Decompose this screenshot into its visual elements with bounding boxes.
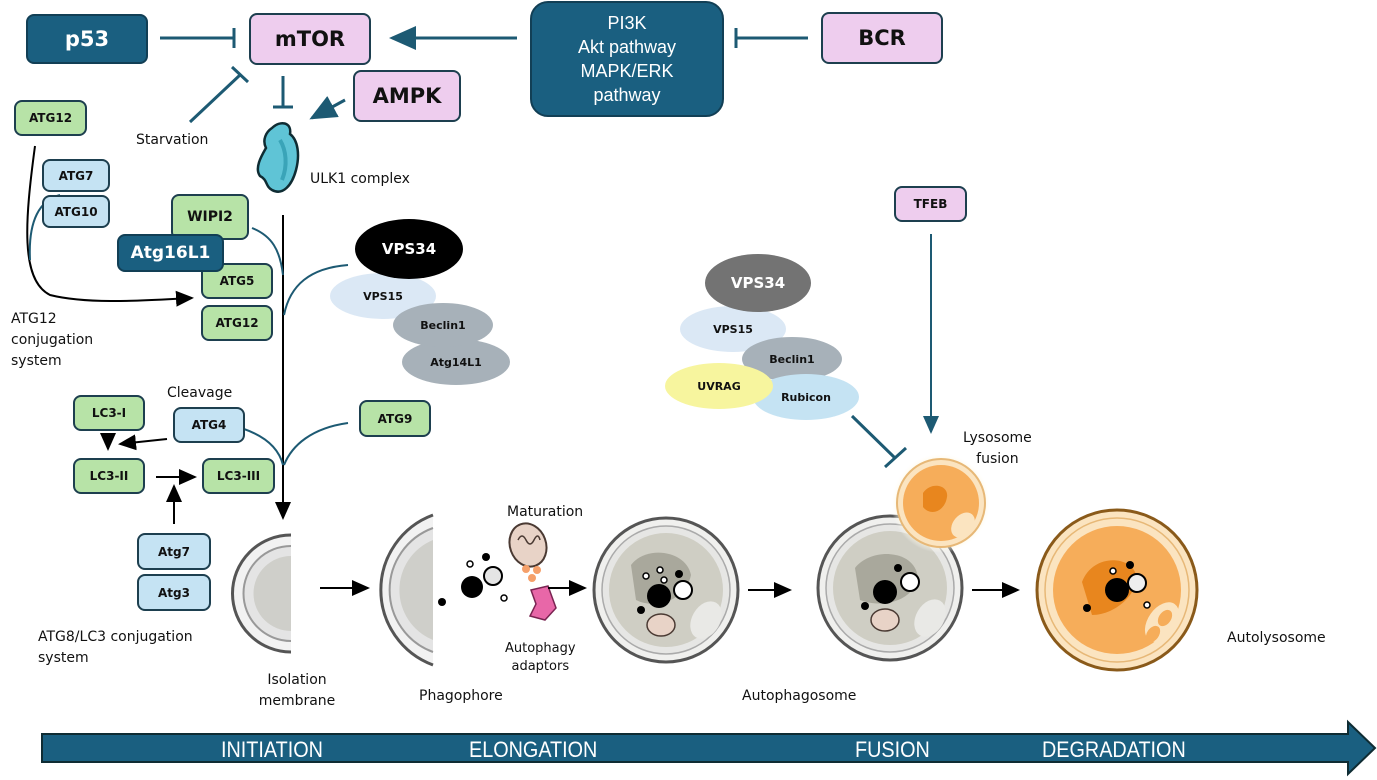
pi3k-akt-mapk-box: PI3K Akt pathway MAPK/ERK pathway <box>530 1 724 117</box>
atg3-box: Atg3 <box>137 574 211 611</box>
atg12-conjugation-system-label: ATG12 conjugation system <box>11 311 94 369</box>
lc3-ii-box: LC3-II <box>73 458 145 494</box>
lc3-i-box: LC3-I <box>73 395 145 431</box>
phagophore-label: Phagophore <box>419 688 503 704</box>
lc3-arrows <box>100 433 197 524</box>
isolation-membrane-icon <box>231 533 292 654</box>
lysosome-icon <box>891 453 991 553</box>
autophagosome-label: Autophagosome <box>742 688 857 704</box>
atg14l1-ellipse: Atg14L1 <box>402 339 510 385</box>
atg4-box: ATG4 <box>173 407 245 443</box>
rubicon-inhibits-fusion <box>850 414 908 469</box>
atg12-box: ATG12 <box>201 305 273 341</box>
uvrag-ellipse: UVRAG <box>665 363 773 409</box>
autophagy-adaptors-label: Autophagy adaptors <box>505 641 576 674</box>
cargo-particles <box>438 553 508 606</box>
timeline-arrow <box>41 719 1377 777</box>
atg7-box: ATG7 <box>42 159 110 192</box>
vps34-ellipse: VPS34 <box>355 219 463 279</box>
lc3-iii-box: LC3-III <box>202 458 275 494</box>
mtor-inhibits-ulk1 <box>273 76 293 109</box>
starvation-inhibits-mtor <box>188 65 250 124</box>
phase-initiation: INITIATION <box>221 737 323 762</box>
ulk1-complex-icon <box>256 121 300 193</box>
lysosome-fusion-label: Lysosome fusion <box>963 430 1032 467</box>
bcr-box: BCR <box>821 12 943 64</box>
ampk-activates-ulk1 <box>309 95 346 120</box>
autolysosome-icon <box>1035 508 1199 672</box>
starvation-label: Starvation <box>136 132 209 148</box>
vps34-ellipse-2: VPS34 <box>705 254 811 312</box>
maturation-label: Maturation <box>507 504 584 520</box>
atg16l1-box: Atg16L1 <box>117 234 224 272</box>
p53-inhibits-mtor <box>160 28 236 48</box>
tfeb-box: TFEB <box>894 186 967 222</box>
ampk-box: AMPK <box>353 70 461 122</box>
ulk1-complex-label: ULK1 complex <box>310 171 410 187</box>
phase-elongation: ELONGATION <box>469 737 598 762</box>
atg7-lc3-box: Atg7 <box>137 533 211 570</box>
phase-fusion: FUSION <box>855 737 930 762</box>
bcr-inhibits-pi3k <box>734 28 808 48</box>
autolysosome-label: Autolysosome <box>1227 630 1326 646</box>
p53-box: p53 <box>26 14 148 64</box>
mtor-box: mTOR <box>249 13 371 65</box>
atg12-top-box: ATG12 <box>14 100 87 136</box>
atg10-box: ATG10 <box>42 195 110 228</box>
isolation-membrane-label: Isolation membrane <box>258 672 336 709</box>
phagophore-icon <box>379 513 434 667</box>
cleavage-label: Cleavage <box>167 385 233 401</box>
autophagosome-icon <box>592 516 740 664</box>
lc3-conjugation-system-label: ATG8/LC3 conjugation system <box>38 629 193 666</box>
mitochondrion-icon <box>508 522 548 568</box>
phase-degradation: DEGRADATION <box>1042 737 1186 762</box>
wipi2-box: WIPI2 <box>171 194 249 240</box>
atg9-box: ATG9 <box>359 400 431 437</box>
vps15-ellipse-2: VPS15 <box>680 306 786 352</box>
autophagosome-fusing-icon <box>816 514 964 662</box>
beclin1-ellipse: Beclin1 <box>393 303 493 347</box>
atg12-conjugation-arrow <box>26 145 194 307</box>
autophagy-adaptor-icon <box>522 565 557 621</box>
